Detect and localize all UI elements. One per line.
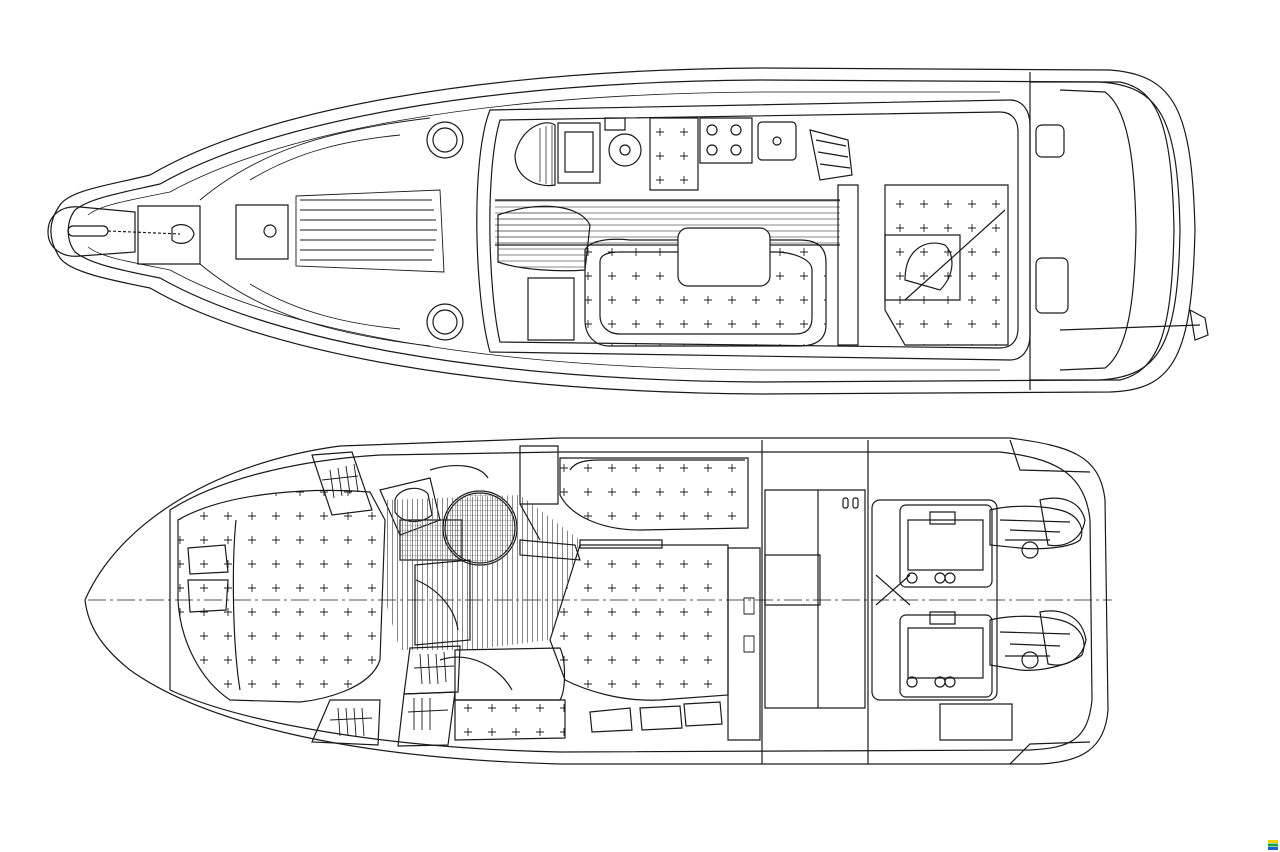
forward-locker-lower-hatch bbox=[330, 708, 372, 736]
port-dinette-bench bbox=[455, 700, 565, 740]
galley-fixtures bbox=[744, 598, 754, 652]
saloon-locker-hinge bbox=[520, 504, 540, 540]
port-sterndrive bbox=[1040, 498, 1085, 545]
v-berth-edge bbox=[233, 520, 240, 690]
transom-port-bay bbox=[1010, 440, 1090, 472]
engine-bay-crossing bbox=[876, 575, 910, 605]
swim-platform-inner bbox=[1060, 90, 1136, 370]
cockpit-storage-box bbox=[528, 278, 574, 340]
battery-box bbox=[940, 704, 1012, 740]
liferaft-locker bbox=[885, 235, 960, 300]
sink-drain bbox=[773, 137, 781, 145]
interior-layout-view bbox=[85, 438, 1112, 764]
sole-hatch-b bbox=[398, 692, 455, 746]
hatch-handle bbox=[264, 225, 276, 237]
transom-starboard-bay bbox=[1010, 742, 1090, 764]
transom-locker-lower bbox=[1036, 258, 1068, 313]
saloon-door-swing bbox=[416, 580, 512, 690]
liferaft-dome bbox=[905, 243, 952, 290]
deck-portlights bbox=[427, 122, 463, 340]
swim-platform bbox=[1030, 82, 1174, 380]
sole-hatch-a bbox=[404, 646, 460, 694]
sole-hatch-a-marks bbox=[414, 652, 454, 684]
swim-ladder bbox=[1190, 310, 1208, 340]
anchor-locker-hatch bbox=[138, 206, 200, 264]
foredeck-hatch bbox=[236, 205, 288, 259]
transom-locker-upper bbox=[1036, 125, 1064, 157]
deck-hull-inner-line bbox=[68, 80, 1180, 382]
forward-v-berth bbox=[178, 490, 385, 702]
chart-plotter bbox=[558, 123, 600, 183]
windscreen-frame bbox=[477, 100, 1030, 360]
throttle-console bbox=[605, 118, 625, 130]
cockpit-curved-seat bbox=[498, 206, 590, 270]
cockpit-sink bbox=[758, 122, 796, 160]
steering-wheel bbox=[609, 134, 641, 166]
anchor-winch bbox=[172, 225, 194, 244]
cooktop bbox=[700, 118, 752, 163]
port-dinette-seat bbox=[455, 648, 565, 700]
v-berth-pillows bbox=[188, 545, 228, 612]
fuel-caps bbox=[843, 498, 858, 508]
engine-bay-frame bbox=[872, 500, 997, 700]
aft-bench-divider bbox=[838, 185, 858, 345]
cockpit-table bbox=[678, 228, 770, 286]
head-door-curve bbox=[430, 466, 488, 478]
companionway-stairs bbox=[810, 130, 852, 180]
saloon-sofa bbox=[560, 458, 748, 530]
anchor-roller bbox=[68, 226, 108, 236]
helm-seat-slats bbox=[540, 125, 552, 185]
saloon-teak-sole bbox=[385, 495, 580, 650]
cockpit-inner-frame bbox=[490, 112, 1018, 348]
saloon-sofa-back bbox=[570, 460, 745, 470]
foredeck-contour bbox=[200, 118, 430, 346]
midcabin-berth bbox=[550, 545, 728, 700]
interior-hull-outline bbox=[85, 438, 1108, 764]
forward-locker-upper bbox=[312, 452, 372, 515]
cockpit-locker-panel bbox=[765, 555, 820, 605]
forward-locker-upper-hatch bbox=[322, 464, 358, 498]
swim-ladder-line bbox=[1060, 325, 1200, 330]
bow-pulpit bbox=[48, 207, 135, 257]
midcabin-step bbox=[580, 540, 662, 548]
cooktop-burners bbox=[707, 125, 741, 155]
forward-locker-lower bbox=[312, 700, 380, 745]
chart-plotter-screen bbox=[565, 132, 593, 172]
deck-rubrail-line bbox=[88, 92, 1000, 370]
deck-plan-view bbox=[48, 68, 1208, 394]
dinette-inner-cushion bbox=[600, 252, 812, 334]
midcabin-pillows bbox=[590, 702, 722, 732]
deck-hull-outline bbox=[51, 68, 1195, 394]
starboard-engine bbox=[900, 612, 1084, 697]
cockpit-locker-block bbox=[765, 490, 865, 708]
aft-sunpad bbox=[885, 185, 1008, 345]
port-engine bbox=[900, 505, 1082, 587]
helm-seat bbox=[515, 123, 555, 186]
sole-hatch-b-marks bbox=[408, 698, 448, 730]
anchor-chain bbox=[108, 231, 180, 234]
foredeck-sunpad bbox=[296, 190, 444, 272]
starboard-sterndrive bbox=[1040, 611, 1086, 665]
saloon-locker bbox=[520, 446, 558, 504]
galley-counter bbox=[728, 548, 760, 740]
corner-color-mark bbox=[1268, 840, 1278, 850]
cockpit-seat-module bbox=[650, 118, 698, 190]
steering-wheel-hub bbox=[620, 145, 630, 155]
